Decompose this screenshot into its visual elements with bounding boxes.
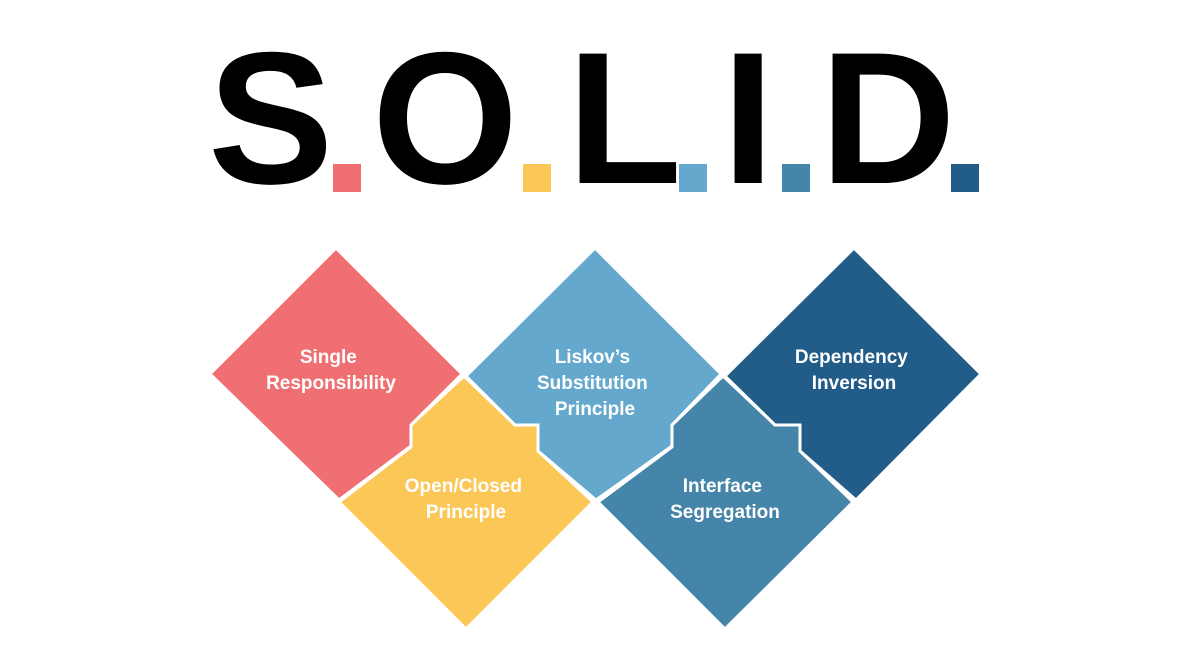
tile-label-line: Inversion [812, 373, 896, 394]
svg-text:Dependency Inversion: Dependency Inversion [795, 347, 913, 394]
title-letter-d: D [820, 13, 956, 223]
svg-text:Liskov’s Substitution: Liskov’s Substitution Principle [537, 347, 653, 420]
tile-label-line: Open/Closed [405, 476, 522, 497]
svg-text:Single Responsibility: Single Responsibility [266, 347, 396, 394]
title-letter-o: O [372, 13, 519, 223]
principle-tile-dependency-inversion: Dependency Inversion [722, 245, 984, 503]
tile-label-line: Segregation [670, 502, 780, 523]
title-letter-i: I [722, 13, 775, 223]
title-dot-i [782, 164, 810, 192]
tile-label-line: Dependency [795, 347, 908, 368]
tile-label-line: Principle [426, 502, 506, 523]
title-dot-l [679, 164, 707, 192]
svg-text:Open/Closed Principle: Open/Closed Principle [405, 476, 527, 523]
tile-label-line: Responsibility [266, 373, 396, 394]
title-letter-s: S [208, 13, 334, 223]
tile-label-line: Principle [555, 399, 635, 420]
title-dot-d [951, 164, 979, 192]
tile-label-line: Interface [683, 476, 762, 497]
title-dot-s [333, 164, 361, 192]
principle-tile-interface-segregation: Interface Segregation [595, 373, 856, 632]
svg-text:Interface Segregation: Interface Segregation [670, 476, 780, 523]
title-dot-o [523, 164, 551, 192]
principle-tile-liskov-substitution: Liskov’s Substitution Principle [463, 245, 724, 502]
title-letter-l: L [567, 13, 682, 223]
tile-label-line: Liskov’s [555, 347, 630, 368]
principle-tile-single-responsibility: Single Responsibility [207, 245, 465, 502]
tile-label-line: Single [300, 347, 357, 368]
tile-label-line: Substitution [537, 373, 648, 394]
